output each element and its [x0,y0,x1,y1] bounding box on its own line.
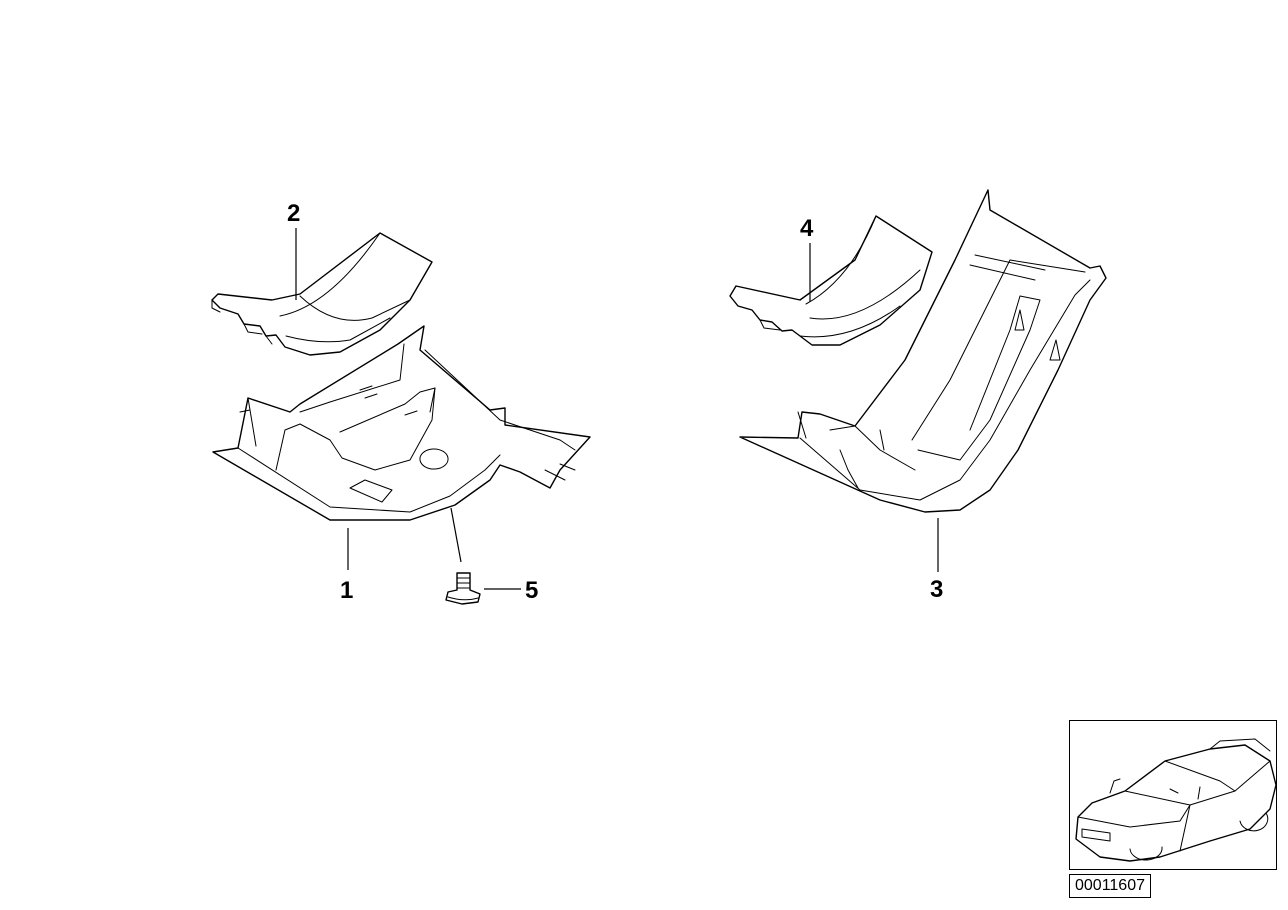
callout-5: 5 [525,577,538,604]
callout-3: 3 [930,576,943,603]
car-reference-thumbnail [1069,720,1277,870]
car-outline-icon [1075,738,1277,862]
callout-2: 2 [287,200,300,227]
callout-1: 1 [340,577,353,604]
part-2-cover [211,232,433,356]
part-5-screw [445,572,481,605]
leader-line-5-up [450,507,462,563]
image-id-label: 00011607 [1069,874,1151,898]
part-1-trim [212,325,591,521]
part-4-cover [729,215,933,346]
part-3-trim [739,189,1107,513]
callout-4: 4 [800,215,814,242]
